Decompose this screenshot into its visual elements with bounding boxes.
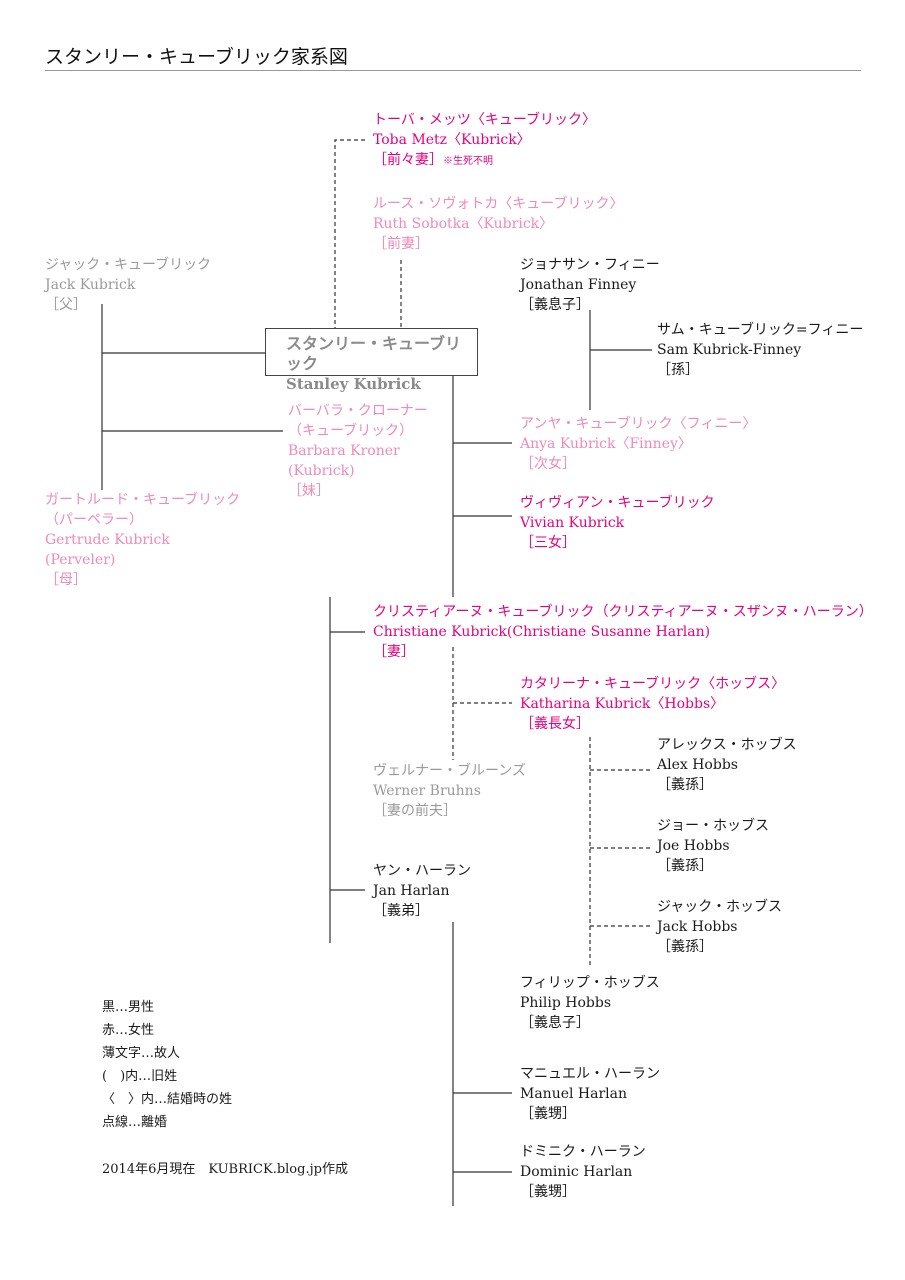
credit: 2014年6月現在 KUBRICK.blog.jp作成: [102, 1162, 348, 1177]
joe-ja: ジョー・ホッブス: [657, 818, 769, 834]
jan-rel: ［義弟］: [373, 903, 429, 919]
jonathan-node: ジョナサン・フィニー Jonathan Finney ［義息子］: [520, 255, 660, 315]
christiane-rel: ［妻］: [373, 644, 415, 660]
barbara-en1: Barbara Kroner: [288, 443, 400, 459]
alex-node: アレックス・ホッブス Alex Hobbs ［義孫］: [657, 735, 797, 795]
gertrude-en1: Gertrude Kubrick: [45, 532, 170, 548]
jonathan-en: Jonathan Finney: [520, 277, 637, 293]
alex-rel: ［義孫］: [657, 777, 713, 793]
joe-node: ジョー・ホッブス Joe Hobbs ［義孫］: [657, 816, 769, 876]
legend-female: 赤…女性: [102, 1023, 155, 1038]
title-rule: [45, 70, 861, 71]
stanley-kubrick-node: スタンリー・キューブリック Stanley Kubrick: [265, 328, 478, 393]
philip-ja: フィリップ・ホッブス: [520, 975, 660, 991]
legend: 黒…男性 赤…女性 薄文字…故人 ( )内…旧姓 〈 〉内…結婚時の姓 点線…離…: [102, 996, 232, 1134]
katharina-en: Katharina Kubrick〈Hobbs〉: [520, 696, 725, 712]
manuel-en: Manuel Harlan: [520, 1086, 628, 1102]
anya-rel: ［次女］: [520, 456, 576, 472]
philip-rel: ［義息子］: [520, 1015, 590, 1031]
vivian-rel: ［三女］: [520, 535, 576, 551]
gertrude-en2: (Perveler): [45, 552, 116, 568]
legend-deceased: 薄文字…故人: [102, 1046, 181, 1061]
christiane-en: Christiane Kubrick(Christiane Susanne Ha…: [373, 624, 711, 640]
jack-en: Jack Kubrick: [45, 277, 136, 293]
legend-married-name: 〈 〉内…結婚時の姓: [102, 1092, 233, 1107]
vivian-node: ヴィヴィアン・キューブリック Vivian Kubrick ［三女］: [520, 493, 715, 553]
ruth-en: Ruth Sobotka〈Kubrick〉: [373, 216, 554, 232]
sam-en: Sam Kubrick-Finney: [657, 342, 802, 358]
philip-en: Philip Hobbs: [520, 995, 612, 1011]
anya-ja: アンヤ・キューブリック〈フィニー〉: [520, 416, 757, 432]
sam-node: サム・キューブリック=フィニー Sam Kubrick-Finney ［孫］: [657, 320, 863, 380]
philip-node: フィリップ・ホッブス Philip Hobbs ［義息子］: [520, 973, 660, 1033]
gertrude-ja2: （パーペラー）: [45, 512, 143, 528]
vivian-ja: ヴィヴィアン・キューブリック: [520, 495, 715, 511]
legend-male: 黒…男性: [102, 1000, 155, 1015]
jan-ja: ヤン・ハーラン: [373, 863, 471, 879]
anya-en: Anya Kubrick〈Finney〉: [520, 436, 692, 452]
toba-node: トーバ・メッツ〈キューブリック〉 Toba Metz〈Kubrick〉 ［前々妻…: [373, 110, 596, 172]
ruth-node: ルース・ソヴォトカ〈キューブリック〉 Ruth Sobotka〈Kubrick〉…: [373, 194, 623, 254]
toba-divorce-line: [334, 139, 365, 328]
jonathan-rel: ［義息子］: [520, 297, 590, 313]
jackh-rel: ［義孫］: [657, 939, 713, 955]
toba-rel: ［前々妻］: [373, 152, 443, 168]
jack-rel: ［父］: [45, 297, 87, 313]
toba-ja: トーバ・メッツ〈キューブリック〉: [373, 112, 597, 128]
ruth-rel: ［前妻］: [373, 236, 429, 252]
ruth-ja: ルース・ソヴォトカ〈キューブリック〉: [373, 196, 624, 212]
legend-divorce: 点線…離婚: [102, 1115, 168, 1130]
sam-rel: ［孫］: [657, 362, 699, 378]
barbara-rel: ［妹］: [288, 483, 330, 499]
joe-en: Joe Hobbs: [657, 838, 730, 854]
manuel-ja: マニュエル・ハーラン: [520, 1066, 660, 1082]
legend-maiden-name: ( )内…旧姓: [102, 1069, 178, 1084]
dominic-node: ドミニク・ハーラン Dominic Harlan ［義甥］: [520, 1142, 646, 1202]
manuel-rel: ［義甥］: [520, 1106, 576, 1122]
werner-node: ヴェルナー・ブルーンズ Werner Bruhns ［妻の前夫］: [373, 761, 526, 821]
katharina-rel: ［義長女］: [520, 716, 590, 732]
jan-en: Jan Harlan: [373, 883, 450, 899]
manuel-node: マニュエル・ハーラン Manuel Harlan ［義甥］: [520, 1064, 660, 1124]
barbara-node: バーバラ・クローナー （キューブリック） Barbara Kroner (Kub…: [288, 401, 428, 501]
werner-en: Werner Bruhns: [373, 783, 481, 799]
jack-ja: ジャック・キューブリック: [45, 257, 212, 273]
jonathan-ja: ジョナサン・フィニー: [520, 257, 660, 273]
barbara-ja1: バーバラ・クローナー: [288, 403, 428, 419]
gertrude-rel: ［母］: [45, 572, 87, 588]
sam-ja: サム・キューブリック=フィニー: [657, 322, 864, 338]
toba-en: Toba Metz〈Kubrick〉: [373, 132, 531, 148]
barbara-en2: (Kubrick): [288, 463, 355, 479]
gertrude-node: ガートルード・キューブリック （パーペラー） Gertrude Kubrick …: [45, 490, 240, 590]
katharina-node: カタリーナ・キューブリック〈ホッブス〉 Katharina Kubrick〈Ho…: [520, 674, 785, 734]
jackh-ja: ジャック・ホッブス: [657, 899, 783, 915]
joe-rel: ［義孫］: [657, 858, 713, 874]
center-ja: スタンリー・キューブリック: [286, 334, 462, 373]
werner-rel: ［妻の前夫］: [373, 803, 457, 819]
barbara-ja2: （キューブリック）: [288, 423, 414, 439]
jan-node: ヤン・ハーラン Jan Harlan ［義弟］: [373, 861, 471, 921]
dominic-ja: ドミニク・ハーラン: [520, 1144, 646, 1160]
alex-en: Alex Hobbs: [657, 757, 738, 773]
jackh-node: ジャック・ホッブス Jack Hobbs ［義孫］: [657, 897, 782, 957]
gertrude-ja1: ガートルード・キューブリック: [45, 492, 241, 508]
page-title: スタンリー・キューブリック家系図: [45, 46, 348, 68]
dominic-rel: ［義甥］: [520, 1184, 576, 1200]
werner-ja: ヴェルナー・ブルーンズ: [373, 763, 527, 779]
christiane-node: クリスティアーヌ・キューブリック（クリスティアーヌ・スザンヌ・ハーラン） Chr…: [373, 602, 873, 662]
jackh-en: Jack Hobbs: [657, 919, 738, 935]
christiane-ja: クリスティアーヌ・キューブリック（クリスティアーヌ・スザンヌ・ハーラン）: [373, 604, 873, 620]
jack-node: ジャック・キューブリック Jack Kubrick ［父］: [45, 255, 211, 315]
center-en: Stanley Kubrick: [286, 375, 421, 393]
anya-node: アンヤ・キューブリック〈フィニー〉 Anya Kubrick〈Finney〉 ［…: [520, 414, 756, 474]
vivian-en: Vivian Kubrick: [520, 515, 625, 531]
dominic-en: Dominic Harlan: [520, 1164, 633, 1180]
toba-note: ※生死不明: [443, 156, 493, 167]
katharina-ja: カタリーナ・キューブリック〈ホッブス〉: [520, 676, 786, 692]
alex-ja: アレックス・ホッブス: [657, 737, 797, 753]
